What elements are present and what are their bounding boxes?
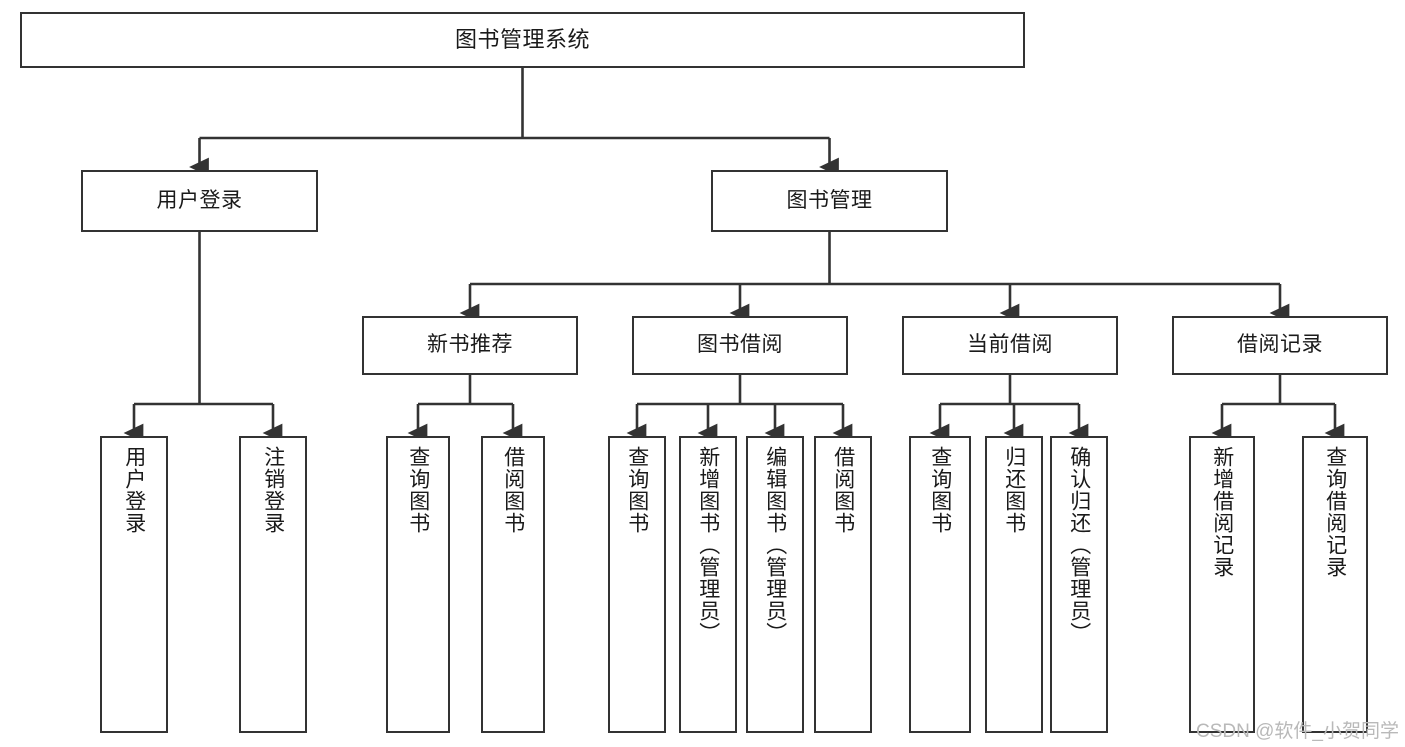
node-leaf-add-book[interactable]: 新增图书（管理员）	[679, 436, 737, 733]
node-label: 归还图书	[1002, 446, 1026, 534]
csdn-watermark: CSDN @软件_小贺同学	[1196, 721, 1399, 742]
node-user-login[interactable]: 用户登录	[81, 170, 318, 232]
node-leaf-user-logout[interactable]: 注销登录	[239, 436, 307, 733]
node-label: 查询图书	[406, 446, 430, 534]
node-leaf-edit-book[interactable]: 编辑图书（管理员）	[746, 436, 804, 733]
node-leaf-query-record[interactable]: 查询借阅记录	[1302, 436, 1368, 733]
node-label: 当前借阅	[967, 333, 1053, 357]
node-leaf-user-login[interactable]: 用户登录	[100, 436, 168, 733]
node-label: 查询借阅记录	[1323, 446, 1347, 578]
node-leaf-return-book[interactable]: 归还图书	[985, 436, 1043, 733]
node-label: 查询图书	[928, 446, 952, 534]
node-label: 借阅图书	[501, 446, 525, 534]
node-label: 图书管理	[786, 188, 873, 212]
node-label: 用户登录	[122, 446, 146, 534]
node-leaf-query-book-1[interactable]: 查询图书	[386, 436, 450, 733]
node-leaf-borrow-book-2[interactable]: 借阅图书	[814, 436, 872, 733]
node-label: 图书管理系统	[454, 27, 590, 53]
node-label: 新增图书（管理员）	[696, 446, 720, 644]
node-book-manage[interactable]: 图书管理	[711, 170, 948, 232]
node-current-borrow[interactable]: 当前借阅	[902, 316, 1118, 375]
node-label: 用户登录	[156, 188, 243, 212]
node-leaf-confirm-return[interactable]: 确认归还（管理员）	[1050, 436, 1108, 733]
node-book-borrow[interactable]: 图书借阅	[632, 316, 848, 375]
node-label: 注销登录	[261, 446, 285, 534]
node-label: 新书推荐	[427, 333, 513, 357]
node-borrow-record[interactable]: 借阅记录	[1172, 316, 1388, 375]
node-label: 借阅图书	[831, 446, 855, 534]
node-leaf-add-record[interactable]: 新增借阅记录	[1189, 436, 1255, 733]
node-new-book-rec[interactable]: 新书推荐	[362, 316, 578, 375]
node-label: 新增借阅记录	[1210, 446, 1234, 578]
node-root[interactable]: 图书管理系统	[20, 12, 1025, 68]
node-label: 编辑图书（管理员）	[763, 446, 787, 644]
node-label: 借阅记录	[1237, 333, 1323, 357]
node-label: 查询图书	[625, 446, 649, 534]
node-label: 确认归还（管理员）	[1067, 446, 1091, 644]
node-label: 图书借阅	[697, 333, 783, 357]
node-leaf-borrow-book-1[interactable]: 借阅图书	[481, 436, 545, 733]
node-leaf-query-book-2[interactable]: 查询图书	[608, 436, 666, 733]
node-leaf-query-book-3[interactable]: 查询图书	[909, 436, 971, 733]
